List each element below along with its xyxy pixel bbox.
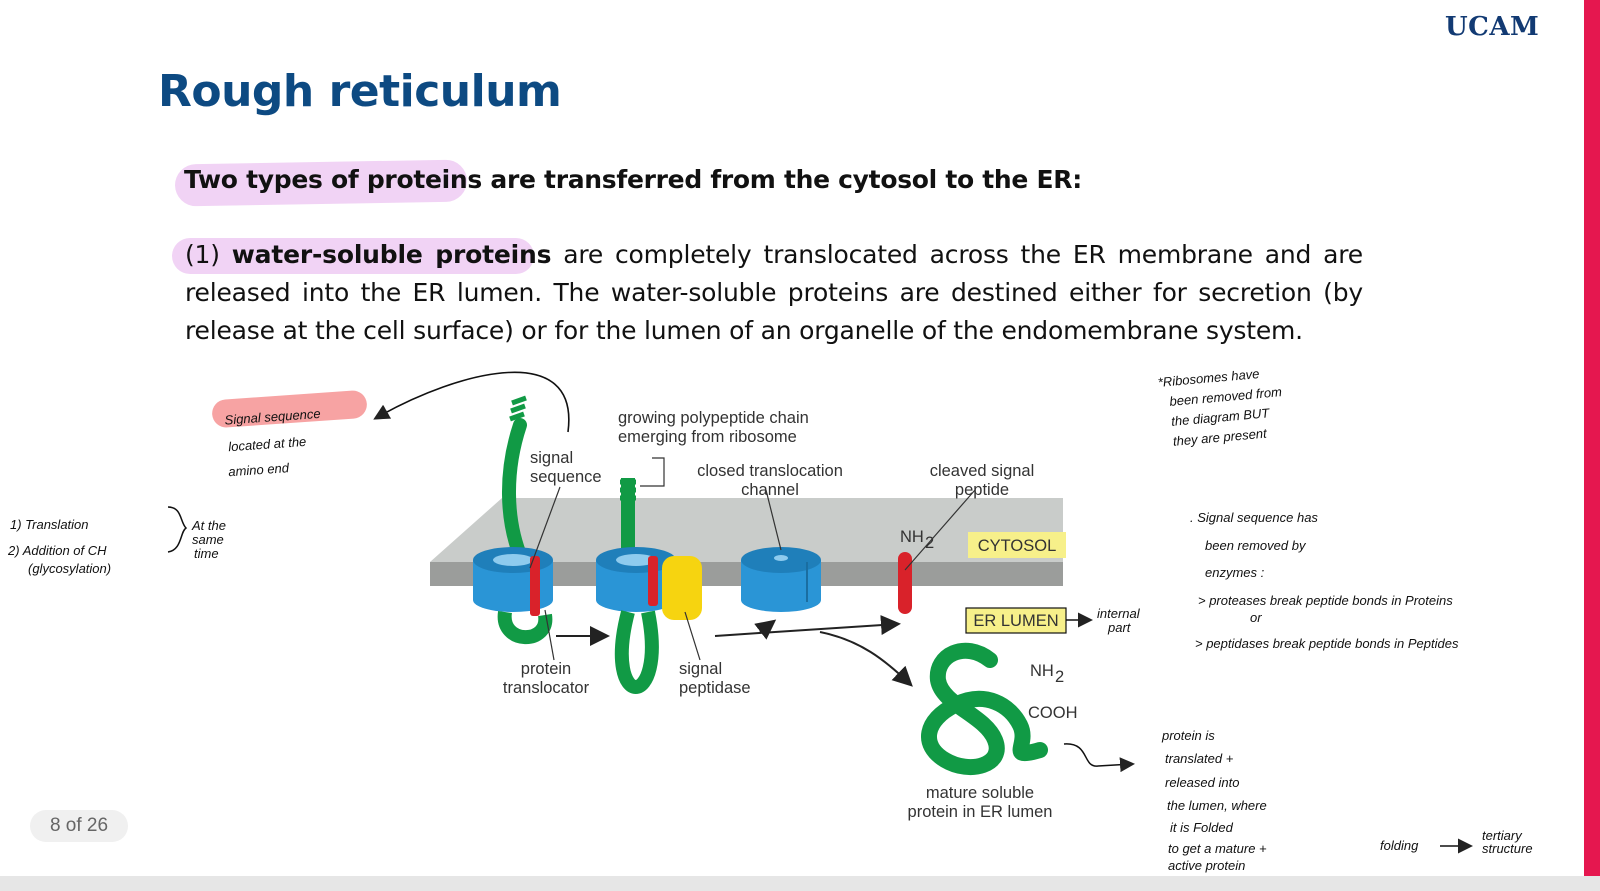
label-growing-chain: growing polypeptide chain (618, 409, 809, 427)
label-cleaved-peptide: peptide (955, 481, 1009, 499)
note-same-time: same (192, 532, 224, 547)
label-signal-peptidase: signal (679, 660, 722, 678)
note-arrow (373, 371, 570, 433)
protein-translocator-2 (596, 478, 702, 694)
body-paragraph: (1) water-soluble proteins are completel… (185, 236, 1363, 350)
note-tertiary: structure (1482, 841, 1533, 856)
note-ribosomes: *Ribosomes have (1157, 366, 1260, 390)
label-closed-channel: channel (741, 481, 799, 499)
note-peptidases: > peptidases break peptide bonds in Pept… (1195, 636, 1459, 651)
page-indicator: 8 of 26 (30, 810, 128, 842)
note-ribosomes: they are present (1172, 426, 1268, 449)
label-closed-channel: closed translocation (697, 462, 843, 480)
note-signal-location: located at the (228, 434, 307, 454)
note-proteases: > proteases break peptide bonds in Prote… (1198, 593, 1453, 608)
closed-translocation-channel (741, 547, 821, 612)
process-arrows (556, 615, 913, 687)
label-mature-protein: mature soluble (926, 784, 1034, 802)
note-signal-removed: . Signal sequence has (1190, 510, 1318, 525)
label-nh2-sub: 2 (925, 534, 934, 552)
accent-bar (1584, 0, 1600, 876)
er-lumen-label-box (965, 607, 1067, 634)
page-title: Rough reticulum (158, 66, 562, 117)
cytosol-label-box (968, 532, 1066, 558)
protein-translocator-1 (473, 395, 553, 645)
note-lumen: the lumen, where (1167, 798, 1267, 813)
note-glycosylation: (glycosylation) (28, 561, 111, 576)
note-signal-removed: been removed by (1205, 538, 1307, 553)
note-addition: 2) Addition of CH (7, 543, 107, 558)
handwritten-annotations: Signal sequence located at the amino end… (7, 366, 1533, 873)
subheading-rest: are transferred from the cytosol to the … (481, 165, 1082, 194)
label-signal-peptidase: peptidase (679, 679, 751, 697)
ucam-logo: UCAM (1445, 12, 1540, 42)
label-translocator: translocator (503, 679, 590, 697)
label-signal-sequence: sequence (530, 468, 602, 486)
note-brace (167, 506, 188, 553)
subheading: Two types of proteins are transferred fr… (184, 165, 1082, 194)
diagram-labels: signal sequence growing polypeptide chai… (503, 409, 1078, 821)
note-signal-location: amino end (228, 460, 290, 479)
slide: UCAM Rough reticulum Two types of protei… (7, 12, 1540, 873)
note-lumen: translated + (1165, 751, 1234, 766)
item-term: water-soluble proteins (231, 240, 552, 269)
label-cooh: COOH (1028, 704, 1078, 722)
label-nh2-mature: NH (1030, 662, 1054, 680)
cleaved-signal-peptide (898, 552, 912, 614)
label-er-lumen: ER LUMEN (973, 612, 1058, 630)
note-same-time: At the (191, 518, 226, 533)
item-text: are completely translocated across the E… (185, 240, 1363, 345)
note-or: or (1250, 610, 1262, 625)
note-same-time: time (194, 546, 219, 561)
label-cytosol: CYTOSOL (978, 537, 1057, 555)
label-cleaved-peptide: cleaved signal (930, 462, 1035, 480)
note-lumen: protein is (1161, 728, 1215, 743)
note-arrow (1063, 743, 1135, 773)
signal-note-highlight (212, 390, 367, 428)
subheading-highlight: Two types of proteins (184, 165, 482, 194)
mature-soluble-protein (921, 642, 1048, 776)
leader-lines (529, 457, 976, 661)
note-internal-part: internal (1097, 606, 1141, 621)
item-number: (1) (185, 240, 220, 269)
highlight-mark (172, 238, 534, 274)
note-lumen: it is Folded (1170, 820, 1234, 835)
bottom-band (0, 876, 1600, 891)
label-mature-protein: protein in ER lumen (908, 803, 1053, 821)
note-signal-removed: enzymes : (1205, 565, 1265, 580)
note-lumen: to get a mature + (1168, 841, 1267, 856)
label-signal-sequence: signal (530, 449, 573, 467)
note-signal-sequence: Signal sequence (224, 406, 321, 428)
label-nh2-mature-sub: 2 (1055, 668, 1064, 686)
note-translation: 1) Translation (10, 517, 89, 532)
note-lumen: active protein (1168, 858, 1245, 873)
note-folding: folding (1380, 838, 1419, 853)
er-translocation-diagram: signal sequence growing polypeptide chai… (7, 366, 1533, 873)
label-translocator: protein (521, 660, 571, 678)
note-internal-part: part (1107, 620, 1132, 635)
label-growing-chain: emerging from ribosome (618, 428, 797, 446)
note-lumen: released into (1165, 775, 1239, 790)
note-ribosomes: the diagram BUT (1171, 405, 1271, 429)
note-tertiary: tertiary (1482, 828, 1523, 843)
label-nh2: NH (900, 528, 924, 546)
